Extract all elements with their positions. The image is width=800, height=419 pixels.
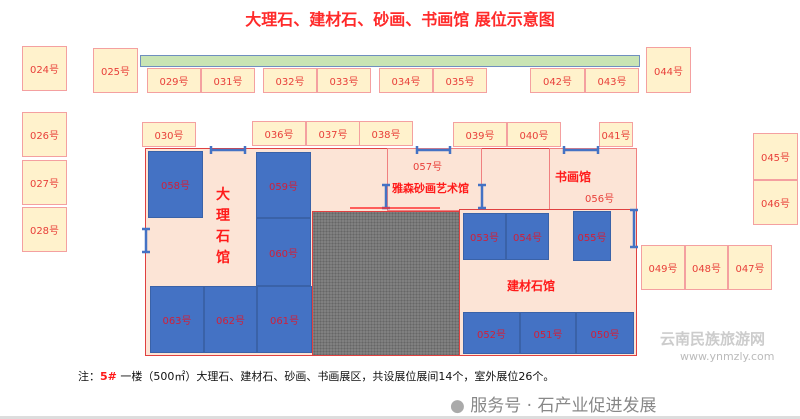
booth-052[interactable]: 052号 <box>463 312 520 354</box>
wechat-icon: ● <box>450 396 465 416</box>
watermark-account-text: 服务号 · 石产业促进发展 <box>470 396 657 416</box>
booth-034[interactable]: 034号 <box>379 68 433 93</box>
booth-060[interactable]: 060号 <box>256 218 311 286</box>
booth-035[interactable]: 035号 <box>433 68 487 93</box>
booth-053[interactable]: 053号 <box>463 213 506 260</box>
booth-025[interactable]: 025号 <box>93 48 138 93</box>
booth-055[interactable]: 055号 <box>573 211 611 261</box>
watermark-url: www.ynmzly.com <box>680 350 775 363</box>
booth-036[interactable]: 036号 <box>252 121 306 146</box>
page-title: 大理石、建材石、砂画、书画馆 展位示意图 <box>245 10 555 29</box>
booth-054[interactable]: 054号 <box>506 213 549 260</box>
booth-037[interactable]: 037号 <box>306 121 360 146</box>
booth-049[interactable]: 049号 <box>641 245 685 290</box>
note-building: 5# <box>100 370 117 383</box>
booth-051[interactable]: 051号 <box>520 312 576 354</box>
booth-024[interactable]: 024号 <box>22 46 67 91</box>
booth-047[interactable]: 047号 <box>728 245 772 290</box>
watermark-account: ● 服务号 · 石产业促进发展 <box>450 391 656 416</box>
booth-028[interactable]: 028号 <box>22 207 67 252</box>
booth-042[interactable]: 042号 <box>530 68 585 93</box>
watermark-site: 云南民族旅游网 <box>660 330 766 348</box>
booth-026[interactable]: 026号 <box>22 112 67 157</box>
booth-032[interactable]: 032号 <box>263 68 317 93</box>
sand-painting-hall <box>387 148 482 211</box>
booth-058[interactable]: 058号 <box>148 151 203 218</box>
booth-056[interactable]: 056号 <box>585 194 615 205</box>
booth-029[interactable]: 029号 <box>147 68 201 93</box>
note-prefix: 注： <box>78 370 100 383</box>
booth-044[interactable]: 044号 <box>646 47 691 93</box>
marble-hall-label: 大理石馆 <box>216 187 230 266</box>
booth-041[interactable]: 041号 <box>599 122 633 147</box>
booth-062[interactable]: 062号 <box>204 286 257 353</box>
booth-050[interactable]: 050号 <box>576 312 634 354</box>
booth-048[interactable]: 048号 <box>685 245 728 290</box>
booth-045[interactable]: 045号 <box>753 133 798 180</box>
booth-057[interactable]: 057号 <box>413 162 443 173</box>
bottom-divider <box>0 416 800 419</box>
booth-027[interactable]: 027号 <box>22 160 67 205</box>
building-stone-hall-label: 建材石馆 <box>507 279 556 293</box>
note: 注：5# 一楼（500㎡）大理石、建材石、砂画、书画展区，共设展位展间14个，室… <box>78 368 554 384</box>
booth-046[interactable]: 046号 <box>753 180 798 225</box>
hatched-area <box>312 211 460 356</box>
booth-061[interactable]: 061号 <box>257 286 312 353</box>
booth-059[interactable]: 059号 <box>256 152 311 218</box>
booth-033[interactable]: 033号 <box>317 68 371 93</box>
note-text: 一楼（500㎡）大理石、建材石、砂画、书画展区，共设展位展间14个，室外展位26… <box>120 370 555 383</box>
booth-030[interactable]: 030号 <box>142 122 196 147</box>
booth-031[interactable]: 031号 <box>201 68 255 93</box>
booth-063[interactable]: 063号 <box>150 286 204 353</box>
green-walkway <box>140 55 640 67</box>
booth-040[interactable]: 040号 <box>507 122 561 147</box>
booth-038[interactable]: 038号 <box>359 121 413 146</box>
calligraphy-hall-label: 书画馆 <box>555 170 592 184</box>
booth-039[interactable]: 039号 <box>453 122 507 147</box>
booth-043[interactable]: 043号 <box>585 68 639 93</box>
sand-painting-hall-label: 雅森砂画艺术馆 <box>392 182 469 195</box>
